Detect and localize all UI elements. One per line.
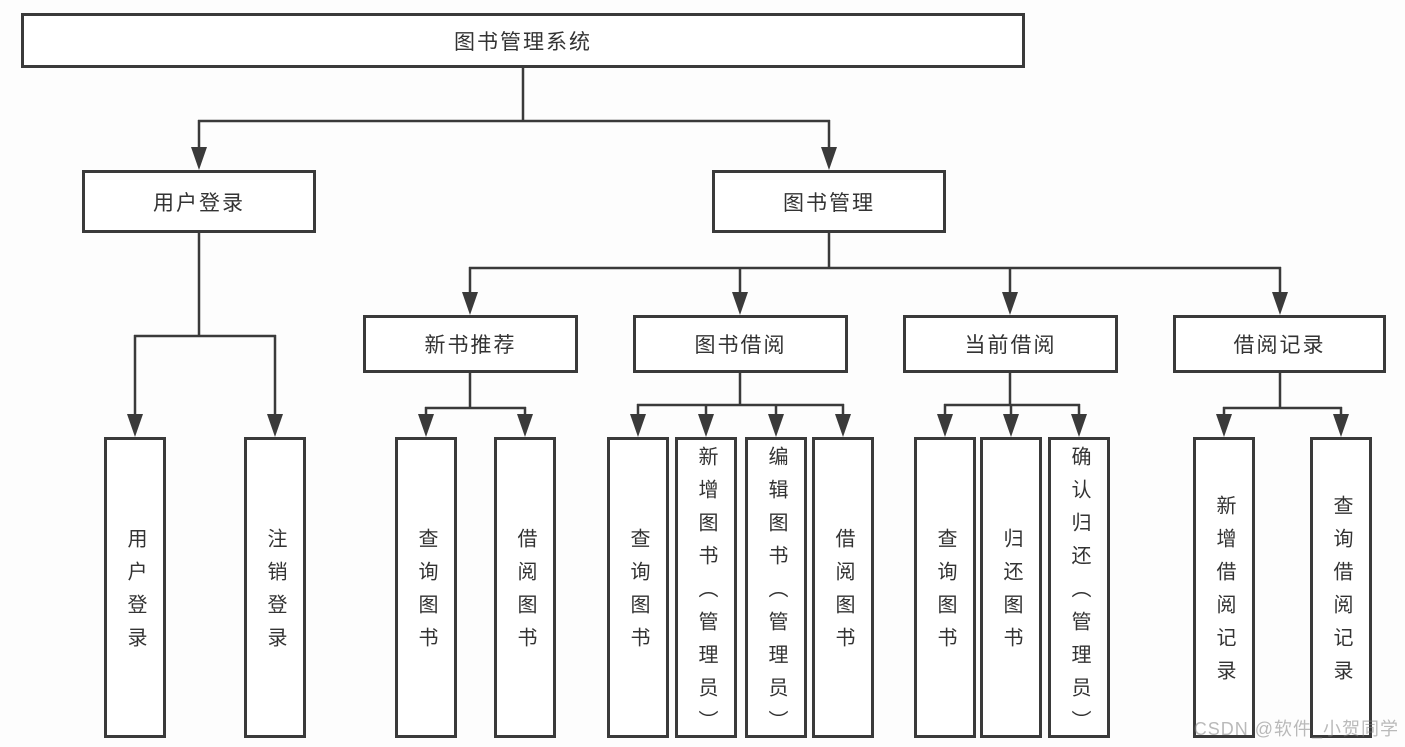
node-root-label: 图书管理系统 xyxy=(454,30,592,54)
node-current-borrow-label: 当前借阅 xyxy=(964,334,1057,357)
leaf-user-login: 用户登录 xyxy=(104,437,166,738)
leaf-current-query-books-label: 查询图书 xyxy=(934,528,956,660)
leaf-recommend-query-books-label: 查询图书 xyxy=(415,528,437,660)
node-user-login: 用户登录 xyxy=(82,170,316,233)
leaf-borrow-borrow-books-label: 借阅图书 xyxy=(832,528,854,660)
leaf-borrow-add-books-admin-label: 新增图书（管理员） xyxy=(695,445,717,743)
leaf-borrow-query-books: 查询图书 xyxy=(607,437,669,738)
leaf-current-return-books-label: 归还图书 xyxy=(1000,528,1022,660)
node-new-book-recommend-label: 新书推荐 xyxy=(424,334,517,357)
leaf-current-query-books: 查询图书 xyxy=(914,437,976,738)
leaf-recommend-query-books: 查询图书 xyxy=(395,437,457,738)
node-root: 图书管理系统 xyxy=(21,13,1025,68)
leaf-borrow-edit-books-admin-label: 编辑图书（管理员） xyxy=(765,445,787,743)
leaf-current-return-books: 归还图书 xyxy=(980,437,1042,738)
leaf-records-add-record: 新增借阅记录 xyxy=(1193,437,1255,738)
leaf-recommend-borrow-books: 借阅图书 xyxy=(494,437,556,738)
leaf-records-query-record-label: 查询借阅记录 xyxy=(1330,495,1352,693)
leaf-logout-label: 注销登录 xyxy=(264,528,286,660)
watermark: CSDN @软件_小贺同学 xyxy=(1193,719,1399,739)
node-borrow-records-label: 借阅记录 xyxy=(1233,334,1326,357)
leaf-current-confirm-return-admin: 确认归还（管理员） xyxy=(1048,437,1110,743)
node-user-login-label: 用户登录 xyxy=(153,191,245,215)
node-book-management-label: 图书管理 xyxy=(783,191,875,215)
node-book-borrow: 图书借阅 xyxy=(633,315,848,373)
leaf-records-query-record: 查询借阅记录 xyxy=(1310,437,1372,738)
node-borrow-records: 借阅记录 xyxy=(1173,315,1386,373)
leaf-logout: 注销登录 xyxy=(244,437,306,738)
node-new-book-recommend: 新书推荐 xyxy=(363,315,578,373)
leaf-records-add-record-label: 新增借阅记录 xyxy=(1213,495,1235,693)
node-current-borrow: 当前借阅 xyxy=(903,315,1118,373)
leaf-borrow-query-books-label: 查询图书 xyxy=(627,528,649,660)
leaf-borrow-edit-books-admin: 编辑图书（管理员） xyxy=(745,437,807,743)
node-book-borrow-label: 图书借阅 xyxy=(694,334,787,357)
leaf-current-confirm-return-admin-label: 确认归还（管理员） xyxy=(1068,445,1090,743)
leaf-recommend-borrow-books-label: 借阅图书 xyxy=(514,528,536,660)
node-book-management: 图书管理 xyxy=(712,170,946,233)
leaf-borrow-add-books-admin: 新增图书（管理员） xyxy=(675,437,737,743)
leaf-borrow-borrow-books: 借阅图书 xyxy=(812,437,874,738)
leaf-user-login-label: 用户登录 xyxy=(124,528,146,660)
